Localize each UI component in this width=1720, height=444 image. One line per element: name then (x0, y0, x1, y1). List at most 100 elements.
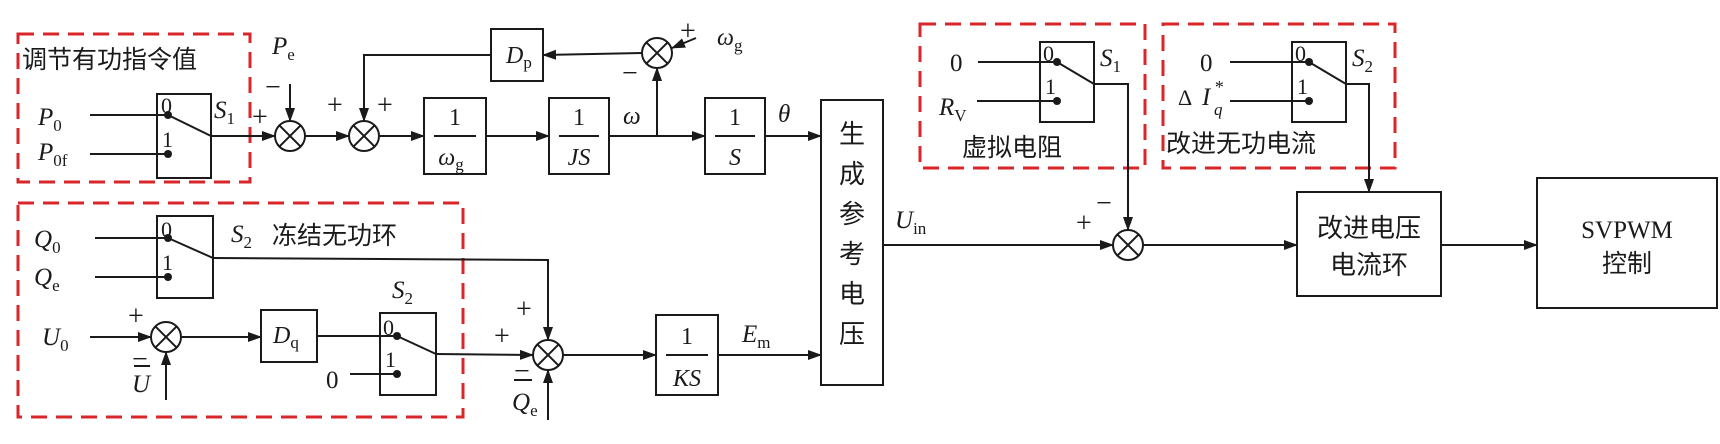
p-adjust-group-label: 调节有功指令值 (22, 45, 197, 74)
svg-text:0: 0 (1295, 41, 1306, 66)
qe-input-label: Qe (34, 264, 60, 295)
switch-s1-contacts (90, 111, 212, 158)
s1-label: S1 (214, 97, 235, 128)
svg-text:Qe: Qe (512, 389, 538, 420)
virtual-resistance-group-box (918, 22, 1147, 170)
improved-loop-block (1296, 191, 1442, 297)
svg-text:*: * (1214, 77, 1223, 97)
sum-junction-pe (274, 120, 306, 152)
svg-text:1: 1 (729, 105, 741, 131)
gen-ref-voltage-block (820, 99, 884, 386)
p0f-label: P0f (37, 139, 68, 170)
svg-text:+: + (1076, 208, 1092, 239)
inv-ks-text: 1 KS (666, 324, 708, 392)
switch-state-labels: 0 1 0 1 0 1 0 1 0 1 (161, 41, 1308, 372)
svg-text:1: 1 (573, 105, 585, 131)
uin-label: Uin (895, 207, 927, 238)
improved-q-current-group-box (1161, 22, 1397, 170)
sum-junction-q (532, 339, 564, 371)
svpwm-label: SVPWM 控制 (1581, 217, 1673, 278)
svg-text:+: + (516, 294, 532, 325)
switch-s1-vr-contacts (977, 58, 1095, 105)
switch-s2-q-block (156, 215, 214, 299)
sum-junction-dp (348, 120, 380, 152)
connection-lines (90, 37, 1538, 420)
sum-junction-uin (1112, 229, 1144, 261)
svg-text:0: 0 (161, 217, 172, 242)
dp-block (490, 28, 544, 82)
inv-s-text: 1 S (715, 105, 755, 171)
switch-s1-block (156, 93, 212, 179)
pe-label: Pe (271, 33, 295, 64)
svg-text:成: 成 (839, 160, 865, 190)
svg-text:Δ: Δ (1178, 85, 1192, 110)
s2-iq-label: S2 (1352, 45, 1373, 76)
svg-text:−: − (514, 356, 530, 387)
svg-text:1: 1 (681, 324, 693, 350)
gen-ref-voltage-label: 生 成 参 考 电 压 (839, 120, 865, 350)
switch-s2-iq-contacts (1230, 58, 1347, 105)
svg-text:压: 压 (839, 320, 865, 350)
svg-text:+: + (494, 321, 510, 352)
svg-text:0: 0 (383, 315, 394, 340)
qe-feedback-label: Qe (512, 379, 538, 420)
svg-text:S: S (729, 145, 741, 171)
switch-s2-iq-block (1291, 41, 1347, 123)
s1-vr-label: S1 (1100, 45, 1121, 76)
svg-text:U: U (132, 371, 152, 398)
rv-label: RV (938, 94, 967, 125)
inv-omega-g-text: 1 ωg (434, 105, 476, 174)
svg-text:JS: JS (568, 145, 591, 171)
s2-d-label: S2 (392, 277, 413, 308)
p-adjust-group-box (16, 32, 252, 184)
delta-iq-label: Δ I * q (1178, 77, 1223, 119)
svg-text:0: 0 (1043, 41, 1054, 66)
sum-junction-omega (641, 37, 673, 69)
q-freeze-group-box (16, 201, 465, 419)
dp-text: Dp (505, 43, 532, 72)
svg-text:1: 1 (1045, 74, 1056, 99)
ubar-label: U (132, 365, 152, 398)
svpwm-block (1536, 177, 1718, 309)
svg-text:+: + (680, 16, 696, 47)
q0-label: Q0 (34, 226, 61, 257)
svg-text:电: 电 (839, 280, 865, 310)
theta-label: θ (778, 101, 790, 128)
svg-text:I: I (1201, 84, 1212, 111)
dq-text: Dq (272, 323, 299, 352)
virtual-r-label: 虚拟电阻 (962, 133, 1062, 162)
svg-text:+: + (327, 90, 343, 121)
sum-junction-u (150, 321, 182, 353)
svg-text:−: − (265, 72, 281, 103)
svg-text:+: + (377, 90, 393, 121)
svg-text:KS: KS (672, 366, 701, 392)
switch-s2-d-contacts (317, 332, 437, 378)
svg-text:生: 生 (839, 120, 865, 150)
inv-js-text: 1 JS (559, 105, 599, 171)
svg-text:+: + (128, 301, 144, 332)
svg-text:q: q (1214, 100, 1223, 119)
zero-iq-label: 0 (1200, 50, 1213, 77)
svg-text:SVPWM: SVPWM (1581, 217, 1673, 244)
u0-label: U0 (42, 324, 69, 355)
s2-q-label: S2 (231, 221, 252, 252)
sign-labels: + − + + + − + − + + − + − (128, 16, 1112, 387)
em-label: Em (741, 321, 771, 352)
improved-loop-label: 改进电压 电流环 (1317, 214, 1421, 281)
svg-text:1: 1 (449, 105, 461, 131)
improved-q-current-label: 改进无功电流 (1166, 129, 1316, 158)
switch-s1-vr-block (1039, 41, 1095, 123)
zero-input-label: 0 (326, 367, 339, 394)
omega-g-input-label: ωg (717, 25, 743, 55)
svg-text:1: 1 (162, 250, 173, 275)
svg-text:改进电压: 改进电压 (1317, 214, 1421, 244)
omega-label: ω (623, 103, 641, 130)
svg-text:−: − (622, 58, 638, 89)
svg-text:1: 1 (385, 347, 396, 372)
svg-text:1: 1 (1297, 74, 1308, 99)
switch-s2-d-block (379, 312, 437, 396)
svg-text:1: 1 (162, 127, 173, 152)
svg-text:−: − (132, 344, 148, 375)
svg-text:+: + (252, 102, 268, 133)
